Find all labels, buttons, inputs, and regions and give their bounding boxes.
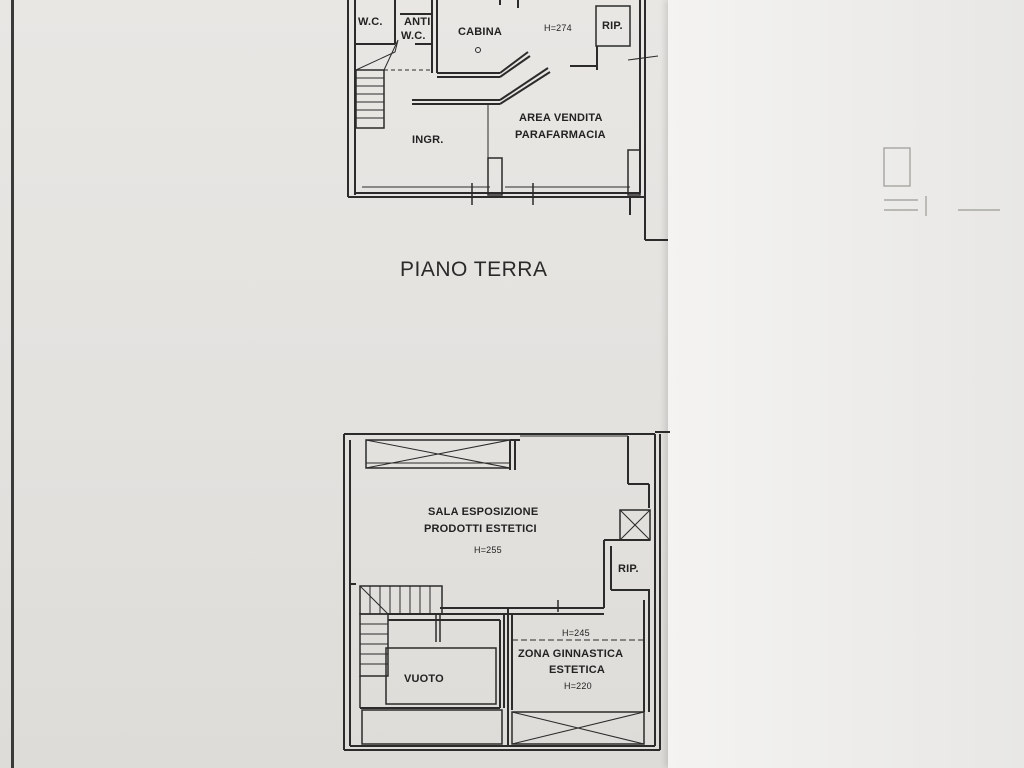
room-label-wc: W.C. (358, 16, 383, 28)
room-label-zona-ginnastica: ZONA GINNASTICA (518, 648, 624, 660)
margin-line (11, 0, 14, 768)
upper-floor-plan (343, 431, 670, 751)
room-label-parafarmacia: PARAFARMACIA (515, 129, 606, 141)
room-label-anti: ANTI (404, 16, 431, 28)
room-label-cabina: CABINA (458, 26, 502, 38)
paper-sheet-left (0, 0, 676, 768)
room-label-estetica: ESTETICA (549, 664, 605, 676)
room-label-rip-upper: RIP. (618, 563, 639, 575)
paper-sheet-right (668, 0, 1024, 768)
height-label-zona: H=220 (564, 681, 592, 691)
height-label-245: H=245 (562, 628, 590, 638)
floor-title: PIANO TERRA (400, 258, 548, 281)
room-label-area-vendita: AREA VENDITA (519, 112, 603, 124)
faint-right-marks (883, 147, 1000, 216)
ground-floor-plan (347, 0, 668, 241)
height-label-sala: H=255 (474, 545, 502, 555)
room-label-vuoto: VUOTO (404, 673, 444, 685)
room-label-prodotti-estetici: PRODOTTI ESTETICI (424, 523, 537, 535)
height-label-ground: H=274 (544, 23, 572, 33)
room-label-rip-ground: RIP. (602, 20, 623, 32)
room-label-ingresso: INGR. (412, 134, 444, 146)
room-label-sala-esposizione: SALA ESPOSIZIONE (428, 506, 539, 518)
room-label-anti-wc: W.C. (401, 30, 426, 42)
